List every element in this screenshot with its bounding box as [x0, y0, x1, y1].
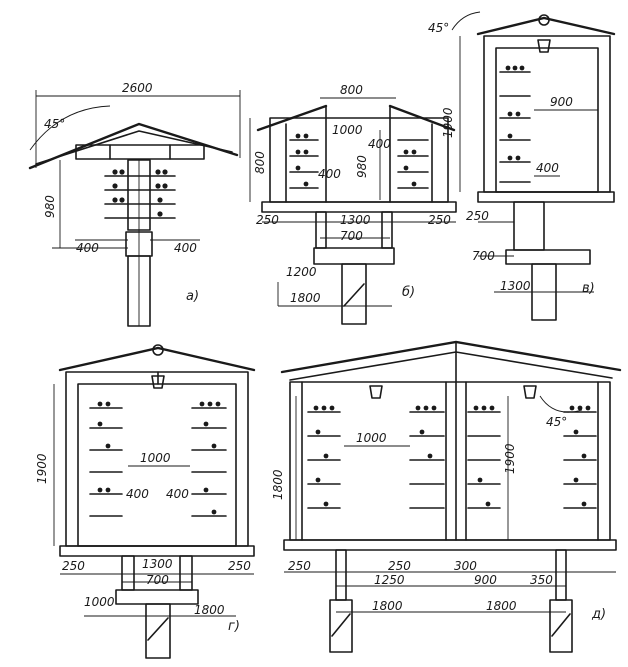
diagram-b-side-l-label: 250 [256, 213, 279, 227]
diagram-a-caption: а) [186, 289, 199, 304]
diagram-v: 45° 1900 900 400 250 700 1300 в) [428, 11, 616, 321]
diagram-v-width-label: 900 [550, 95, 573, 109]
diagram-d-angle-arc [539, 395, 583, 413]
diagram-b-caption: б) [402, 285, 415, 300]
diagram-b-inner-label: 1000 [332, 123, 363, 137]
diagram-a-right-label: 400 [174, 241, 197, 255]
diagram-v-shelf-label: 400 [536, 161, 559, 175]
diagram-b-foot [341, 263, 367, 325]
diagram-g-shelf-l-label: 400 [126, 487, 149, 501]
diagram-b-cap [313, 247, 395, 265]
diagram-d-height-l-label: 1800 [271, 469, 285, 500]
diagram-g-foot-r-label: 1800 [194, 603, 225, 617]
diagram-a-height-label: 980 [43, 195, 57, 218]
diagram-a-shelves [104, 169, 176, 219]
diagram-d-span-top-label: 300 [454, 559, 477, 573]
diagram-g: 1900 1000 400 400 250 1300 250 700 1000 … [35, 344, 256, 659]
diagram-d: 1800 1000 45° 1900 250 250 300 1250 900 … [271, 340, 622, 653]
diagram-d-height-r-label: 1900 [503, 443, 517, 474]
diagram-b-shelves [289, 133, 429, 189]
diagram-d-caption: д) [591, 607, 606, 622]
diagram-b-floor [261, 201, 457, 213]
diagram-d-span-b-label: 900 [474, 573, 497, 587]
diagram-d-floor [283, 539, 617, 551]
diagram-g-foot [145, 603, 171, 659]
diagram-d-angle-label: 45° [546, 415, 567, 429]
diagram-b-center-h-label: 980 [355, 155, 369, 178]
diagram-v-roof [476, 16, 616, 36]
diagram-b-post-label: 700 [340, 229, 363, 243]
diagram-d-foot-b-label: 1800 [486, 599, 517, 613]
diagram-g-base-label: 1300 [142, 557, 173, 571]
diagram-v-shelves [499, 65, 531, 183]
diagram-v-height-label: 1900 [441, 107, 455, 138]
diagram-a: 2600 45° 980 400 400 а) [28, 81, 241, 327]
diagram-d-span-a-label: 1250 [374, 573, 405, 587]
diagram-g-side-r-label: 250 [228, 559, 251, 573]
diagram-g-cap [115, 589, 199, 605]
diagram-g-foot-l-label: 1000 [84, 595, 115, 609]
diagram-d-foot-a-label: 1800 [372, 599, 403, 613]
diagram-a-left-label: 400 [76, 241, 99, 255]
diagram-d-mid-label: 250 [388, 559, 411, 573]
diagram-g-shelf-r-label: 400 [166, 487, 189, 501]
diagram-g-floor [59, 545, 255, 557]
diagram-b-shelf-r-label: 400 [368, 137, 391, 151]
diagram-v-cap [505, 249, 591, 265]
diagram-g-roof [58, 346, 256, 372]
diagram-g-height-label: 1900 [35, 453, 49, 484]
diagram-v-foot-label: 1300 [500, 279, 531, 293]
diagram-b-base-label: 1300 [340, 213, 371, 227]
diagram-a-angle-label: 45° [44, 117, 65, 131]
diagram-d-shelves [307, 405, 597, 509]
diagram-g-side-l-label: 250 [62, 559, 85, 573]
diagram-b-foot-h-label: 1200 [286, 265, 317, 279]
diagram-v-side-label: 250 [466, 209, 489, 223]
diagram-a-frame [75, 144, 205, 160]
diagram-b-top-label: 800 [340, 83, 363, 97]
diagram-v-caption: в) [582, 281, 595, 296]
diagram-d-span-c-label: 350 [530, 573, 553, 587]
diagram-d-center-label: 1000 [356, 431, 387, 445]
diagram-a-angle-arc [29, 105, 111, 151]
diagram-v-angle-label: 45° [428, 21, 449, 35]
diagram-d-side-l-label: 250 [288, 559, 311, 573]
diagram-b: 800 1000 800 980 400 400 250 1300 250 70… [249, 83, 457, 325]
diagram-g-caption: г) [228, 619, 240, 634]
diagram-v-angle-arc [451, 11, 481, 31]
diagram-b-shelf-l-label: 400 [318, 167, 341, 181]
diagram-d-body [289, 381, 611, 541]
diagram-d-foot-left [329, 599, 353, 653]
diagram-g-shelves [89, 401, 227, 517]
diagram-v-post-label: 700 [472, 249, 495, 263]
diagram-g-center-label: 1000 [140, 451, 171, 465]
diagram-g-post-label: 700 [146, 573, 169, 587]
diagram-b-side-r-label: 250 [428, 213, 451, 227]
diagram-b-left-h-label: 800 [253, 151, 267, 174]
diagram-d-foot-right [549, 599, 573, 653]
diagram-b-foot-w-label: 1800 [290, 291, 321, 305]
diagram-v-floor [477, 191, 615, 203]
diagram-d-roof [280, 340, 622, 374]
diagram-a-width-label: 2600 [122, 81, 153, 95]
